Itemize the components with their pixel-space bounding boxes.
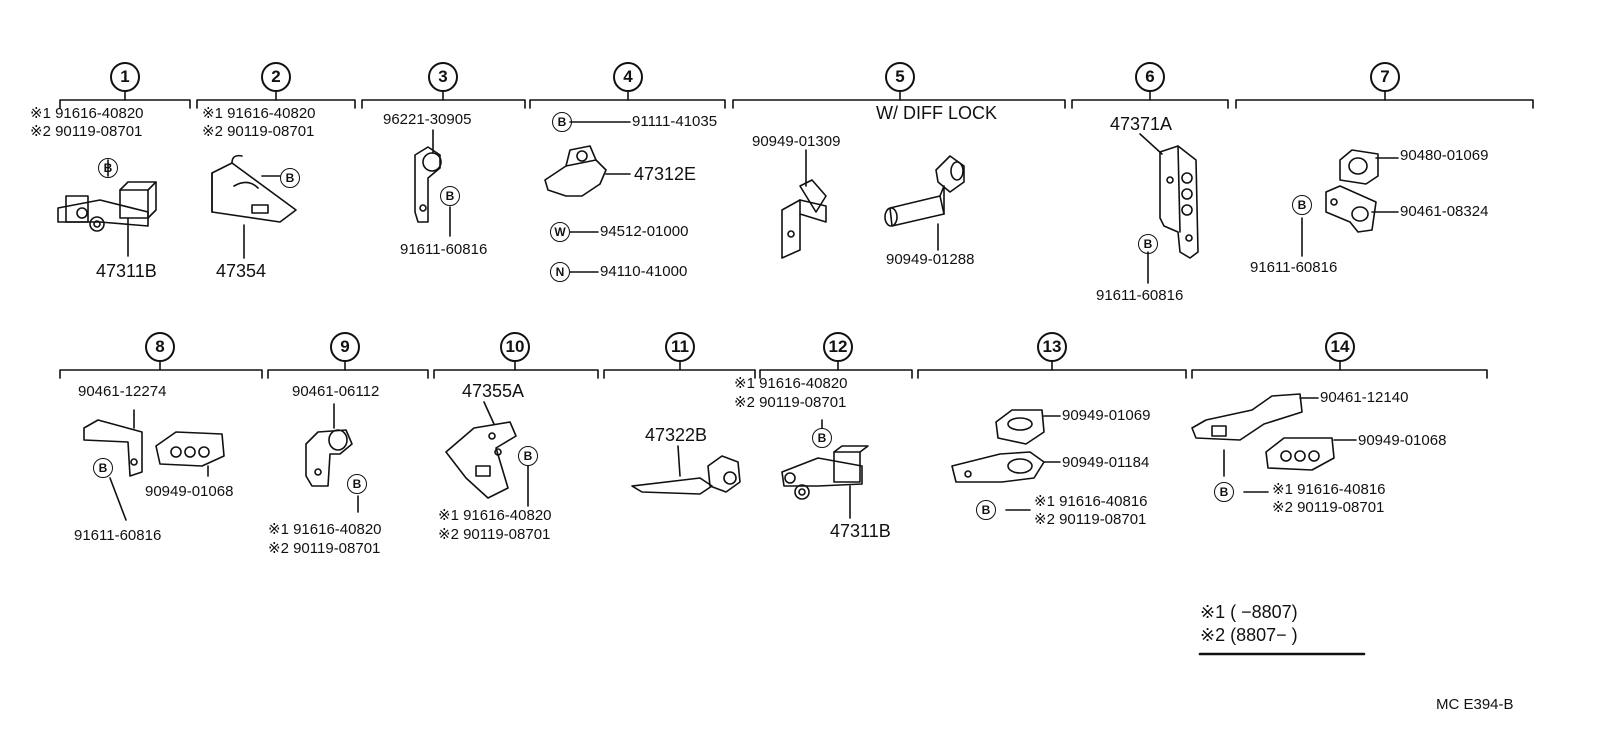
bolt-symbol: B xyxy=(98,158,118,178)
part-sketch-90949-01069 xyxy=(995,409,1061,445)
g10-variant2-label: ※2 90119-08701 xyxy=(438,526,551,543)
bolt-symbol: B xyxy=(1214,482,1234,502)
part-sketch-47355a xyxy=(445,401,529,507)
g14-variant1-label: ※1 91616-40816 xyxy=(1272,481,1386,498)
g7-part-91611-60816: 91611-60816 xyxy=(1250,259,1338,276)
g4-part-94110-41000: 94110-41000 xyxy=(600,263,688,280)
diagram-code: MC E394-B xyxy=(1436,696,1514,713)
part-sketch-90949-01184 xyxy=(951,451,1061,511)
group-number-4: 4 xyxy=(613,62,643,92)
part-sketch-90949-01068-b xyxy=(1243,437,1357,493)
g4-part-47312e: 47312E xyxy=(634,164,697,184)
g12-variant1-label: ※1 91616-40820 xyxy=(734,375,848,392)
part-sketch-90949-01068-a xyxy=(155,431,225,477)
bolt-symbol: B xyxy=(812,428,832,448)
group-number-12: 12 xyxy=(823,332,853,362)
nut-symbol: N xyxy=(550,262,570,282)
legend-line-2: ※2 (8807− ) xyxy=(1200,625,1298,645)
part-sketch-47322b xyxy=(631,445,741,495)
g9-part-90461-06112: 90461-06112 xyxy=(292,383,380,400)
part-sketch-90949-01309 xyxy=(781,149,827,259)
part-sketch-90461-08324 xyxy=(1301,185,1399,257)
bolt-symbol: B xyxy=(1138,234,1158,254)
g6-part-47371a: 47371A xyxy=(1110,114,1173,134)
bolt-symbol: B xyxy=(440,186,460,206)
part-sketch-96221-30905 xyxy=(414,129,451,237)
g11-part-47322b: 47322B xyxy=(645,425,708,445)
part-sketch-90461-12274 xyxy=(83,409,143,521)
part-sketch-47354 xyxy=(211,154,297,259)
g4-part-91111-41035: 91111-41035 xyxy=(632,113,718,130)
g5-diff-lock-note: W/ DIFF LOCK xyxy=(876,103,997,123)
g13-part-90949-01184: 90949-01184 xyxy=(1062,454,1150,471)
g9-variant1-label: ※1 91616-40820 xyxy=(268,521,382,538)
bolt-symbol: B xyxy=(976,500,996,520)
part-sketch-47311b-bottom xyxy=(781,419,869,519)
g1-variant2-label: ※2 90119-08701 xyxy=(30,123,143,140)
group-number-5: 5 xyxy=(885,62,915,92)
g2-variant1-label: ※1 91616-40820 xyxy=(202,105,316,122)
g12-variant2-label: ※2 90119-08701 xyxy=(734,394,847,411)
g13-variant2-label: ※2 90119-08701 xyxy=(1034,511,1147,528)
g2-part-47354: 47354 xyxy=(216,261,267,281)
g4-part-94512-01000: 94512-01000 xyxy=(600,223,689,240)
group-brackets-row1 xyxy=(59,91,1534,109)
part-sketch-47371a xyxy=(1139,133,1199,284)
group-number-11: 11 xyxy=(665,332,695,362)
bolt-symbol: B xyxy=(280,168,300,188)
g14-variant2-label: ※2 90119-08701 xyxy=(1272,499,1385,516)
g13-variant1-label: ※1 91616-40816 xyxy=(1034,493,1148,510)
g10-variant1-label: ※1 91616-40820 xyxy=(438,507,552,524)
bolt-symbol: B xyxy=(93,458,113,478)
group-brackets-row2 xyxy=(59,361,1488,379)
legend-line-1: ※1 ( −8807) xyxy=(1200,602,1298,622)
group-number-1: 1 xyxy=(110,62,140,92)
g9-variant2-label: ※2 90119-08701 xyxy=(268,540,381,557)
part-sketch-90461-06112 xyxy=(305,403,359,513)
group-number-14: 14 xyxy=(1325,332,1355,362)
group-number-2: 2 xyxy=(261,62,291,92)
g7-part-90461-08324: 90461-08324 xyxy=(1400,203,1489,220)
g1-variant1-label: ※1 91616-40820 xyxy=(30,105,144,122)
bolt-symbol: B xyxy=(518,446,538,466)
g10-part-47355a: 47355A xyxy=(462,381,525,401)
g14-part-90461-12140: 90461-12140 xyxy=(1320,389,1409,406)
group-number-6: 6 xyxy=(1135,62,1165,92)
g14-part-90949-01068: 90949-01068 xyxy=(1358,432,1447,449)
bolt-symbol: B xyxy=(1292,195,1312,215)
part-sketch-90480-01069 xyxy=(1339,149,1399,185)
washer-symbol: W xyxy=(550,222,570,242)
g6-part-91611-60816: 91611-60816 xyxy=(1096,287,1184,304)
bolt-symbol: B xyxy=(347,474,367,494)
group-number-7: 7 xyxy=(1370,62,1400,92)
g3-part-96221-30905: 96221-30905 xyxy=(383,111,472,128)
group-number-13: 13 xyxy=(1037,332,1067,362)
group-number-3: 3 xyxy=(428,62,458,92)
g3-part-91611-60816: 91611-60816 xyxy=(400,241,488,258)
group-number-9: 9 xyxy=(330,332,360,362)
bolt-symbol: B xyxy=(552,112,572,132)
g1-part-47311b: 47311B xyxy=(96,261,157,281)
g8-part-90949-01068: 90949-01068 xyxy=(145,483,234,500)
g5-part-90949-01288: 90949-01288 xyxy=(886,251,975,268)
g8-part-90461-12274: 90461-12274 xyxy=(78,383,167,400)
g5-part-90949-01309: 90949-01309 xyxy=(752,133,841,150)
group-number-8: 8 xyxy=(145,332,175,362)
part-sketch-47312e xyxy=(544,121,631,273)
g2-variant2-label: ※2 90119-08701 xyxy=(202,123,315,140)
g8-part-91611-60816: 91611-60816 xyxy=(74,527,162,544)
part-sketch-90949-01288 xyxy=(884,155,965,251)
group-number-10: 10 xyxy=(500,332,530,362)
g12-part-47311b: 47311B xyxy=(830,521,891,541)
g13-part-90949-01069: 90949-01069 xyxy=(1062,407,1151,424)
part-sketch-90461-12140 xyxy=(1191,393,1319,477)
g7-part-90480-01069: 90480-01069 xyxy=(1400,147,1489,164)
